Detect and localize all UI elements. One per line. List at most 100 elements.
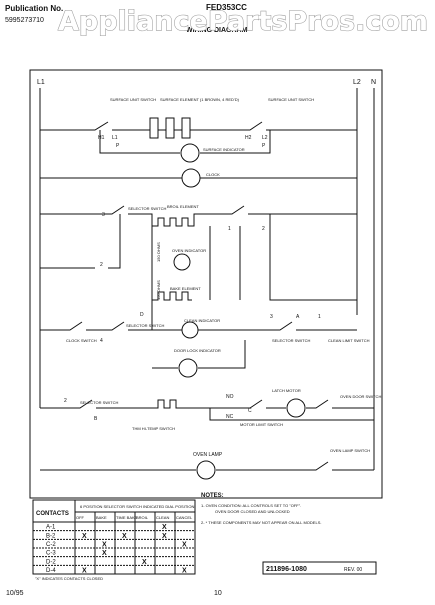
clock-motor [181, 168, 201, 188]
label-let-d: D [140, 312, 144, 318]
contacts-column-header: CANCEL [176, 515, 193, 520]
label-motor-limit-switch: MOTOR LIMIT SWITCH [240, 422, 283, 427]
label-latch-motor: LATCH MOTOR [272, 388, 301, 393]
label-clock: CLOCK [206, 172, 220, 177]
notes-heading: NOTES: [201, 493, 224, 499]
label-num-3-top: 3 [102, 212, 105, 218]
label-oven-indicator: OVEN INDICATOR [172, 248, 206, 253]
contacts-row-label: D-4 [46, 568, 56, 574]
label-h2: H2 [245, 135, 252, 141]
label-nc: NC [226, 414, 234, 420]
contacts-closed-mark: X [102, 550, 107, 557]
contacts-closed-mark: X [102, 542, 107, 549]
contacts-closed-mark: X [142, 559, 147, 566]
label-let-b: B [94, 416, 98, 422]
footer-page: 10 [214, 590, 222, 597]
relay-wire [239, 214, 357, 301]
label-num-4: 4 [100, 338, 103, 344]
diagram-frame [29, 69, 383, 499]
latch-motor [286, 398, 306, 418]
label-surface-unit-switch-right: SURFACE UNIT SWITCH [268, 97, 314, 102]
label-p-right: P [262, 143, 266, 149]
label-bake-ohms: 150 OHMS [156, 280, 161, 300]
label-bake-element: BAKE ELEMENT [170, 286, 201, 291]
label-num-1-upper: 1 [228, 226, 231, 232]
label-h1: H1 [98, 135, 105, 141]
bake-element-coil [152, 291, 192, 301]
rail-n-label: N [371, 79, 376, 86]
contacts-row-label: C-3 [46, 551, 56, 557]
surface-element-circuit [40, 117, 357, 131]
rail-l1-label: L1 [37, 79, 45, 86]
label-clock-switch: CLOCK SWITCH [66, 338, 97, 343]
model-number: FED353CC [206, 3, 247, 12]
contacts-table [32, 499, 196, 575]
label-door-lock-indicator: DOOR LOCK INDICATOR [174, 348, 221, 353]
oven-lamp-circuit [40, 461, 374, 471]
publication-label: Publication No. [5, 4, 63, 13]
label-surface-unit-switch-left: SURFACE UNIT SWITCH [110, 97, 156, 102]
diagram-title: WIRING DIAGRAM [186, 27, 248, 34]
label-oven-lamp-switch: OVEN LAMP SWITCH [330, 448, 370, 453]
watermark: AppliancePartsPros.com [58, 6, 428, 37]
publication-number: 5995273710 [5, 17, 44, 24]
clean-indicator-lamp [181, 321, 199, 339]
footer-date: 10/95 [6, 590, 24, 597]
contacts-closed-mark: X [122, 533, 127, 540]
contacts-column-header: CLEAN [156, 515, 169, 520]
contacts-row-label: A-1 [46, 525, 56, 531]
label-oven-door-switch: OVEN DOOR SWITCH [340, 394, 381, 399]
note-2: 2- * THESE COMPONENTS MAY NOT APPEAR ON … [201, 520, 321, 525]
oven-lamp [196, 460, 216, 480]
surface-indicator-wire [99, 130, 271, 154]
contacts-table-header-right: 6 POSITION SELECTOR SWITCH INDICATED DIA… [80, 504, 194, 509]
door-lock-wire [152, 340, 246, 369]
surface-indicator-lamp [180, 143, 200, 163]
contacts-closed-mark: X [182, 568, 187, 575]
note-1-line-1: 1- OVEN CONDITION: ALL CONTROLS SET TO "… [201, 503, 301, 508]
label-clean-limit-switch: CLEAN LIMIT SWITCH [328, 338, 370, 343]
label-num-2: 2 [100, 262, 103, 268]
element-bus [151, 226, 211, 300]
label-num-1-right: 1 [318, 314, 321, 320]
motor-limit-wire [209, 408, 374, 421]
contacts-closed-mark: X [82, 533, 87, 540]
contacts-row-label: D-2 [46, 559, 56, 565]
label-let-a: A [296, 314, 300, 320]
label-selector-switch-low: SELECTOR SWITCH [80, 400, 118, 405]
contacts-column-header: BAKE [96, 515, 107, 520]
broil-circuit [40, 205, 357, 227]
surface-element-coil [149, 129, 191, 139]
part-number: 211896-1080 [266, 566, 307, 573]
label-surface-indicator: SURFACE INDICATOR [203, 147, 245, 152]
label-l1-term: L1 [112, 135, 118, 141]
label-broil-ohms: 150 OHMS [156, 242, 161, 262]
door-lock-indicator-lamp [178, 358, 198, 378]
contacts-closed-mark: X [82, 568, 87, 575]
label-num-3-right: 3 [270, 314, 273, 320]
contacts-table-header-left: CONTACTS [36, 511, 69, 517]
contacts-closed-mark: X [162, 533, 167, 540]
label-no: NO [226, 394, 234, 400]
label-oven-lamp: OVEN LAMP [193, 452, 223, 458]
label-num-2-upper: 2 [262, 226, 265, 232]
contacts-table-footnote: "X" INDICATES CONTACTS CLOSED [35, 576, 103, 581]
label-surface-element: SURFACE ELEMENT (1 BROWN, 4 RED'D) [160, 97, 240, 102]
label-selector-switch-mid: SELECTOR SWITCH [126, 323, 164, 328]
contacts-column-header: OFF [76, 515, 85, 520]
label-num-2-low: 2 [64, 398, 67, 404]
label-com: C [248, 408, 252, 414]
clean-circuit [152, 321, 357, 331]
selector-2-wire [40, 214, 121, 269]
rail-l2-label: L2 [353, 79, 361, 86]
note-1-line-2: OVEN DOOR CLOSED AND UNLOCKED [215, 509, 290, 514]
contacts-closed-mark: X [182, 542, 187, 549]
label-clean-indicator: CLEAN INDICATOR [184, 318, 220, 323]
oven-indicator-lamp [173, 253, 191, 271]
contacts-row-label: B-2 [46, 533, 56, 539]
contacts-column-header: BROIL [136, 515, 149, 520]
contacts-column-header: TIME BAKE [116, 515, 138, 520]
